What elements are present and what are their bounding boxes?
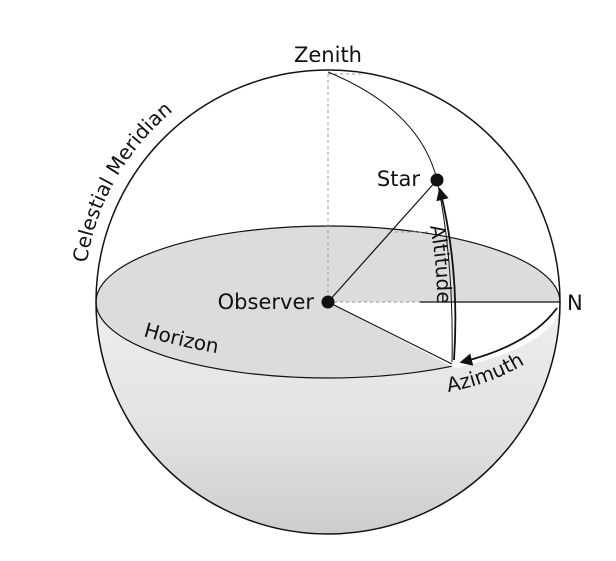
zenith-label: Zenith: [294, 43, 362, 67]
star-label: Star: [377, 167, 420, 191]
star-point: [430, 173, 444, 187]
celestial-meridian-label: Celestial Meridian: [68, 97, 177, 264]
horizon-slice: [328, 302, 561, 368]
observer-point: [321, 295, 335, 309]
azimuth-arc: [459, 307, 558, 366]
altitude-arc: [436, 187, 457, 361]
observer-horizon-line: [327, 301, 453, 365]
observer-label: Observer: [218, 290, 315, 314]
north-label: N: [567, 291, 583, 315]
observer-star-line: [327, 179, 438, 303]
lower-hemisphere: [96, 302, 560, 534]
